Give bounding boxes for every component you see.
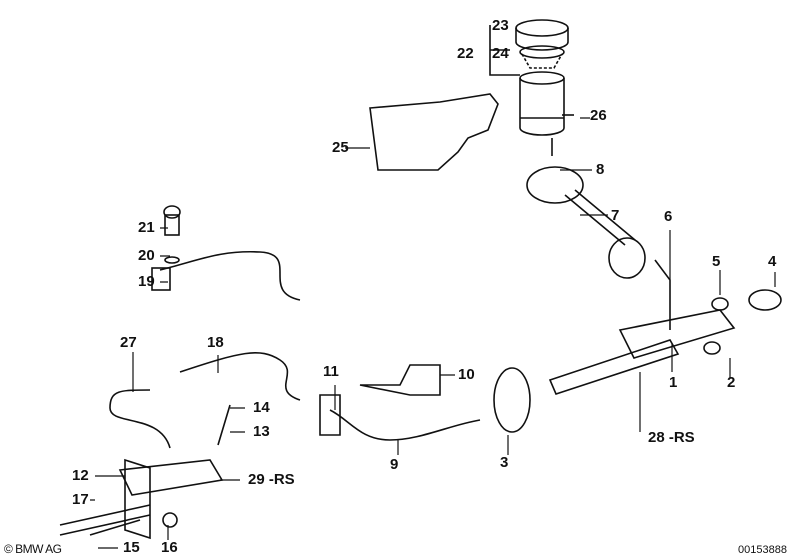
callout-8[interactable]: 8 xyxy=(596,161,605,178)
bracket-10 xyxy=(359,364,441,396)
pipe-19 xyxy=(159,250,301,301)
callout-15[interactable]: 15 xyxy=(123,539,140,556)
callout-17[interactable]: 17 xyxy=(72,491,89,508)
callout-7[interactable]: 7 xyxy=(611,207,620,224)
callout-13[interactable]: 13 xyxy=(253,423,270,440)
reservoir xyxy=(519,71,574,156)
callout-1[interactable]: 1 xyxy=(669,374,678,391)
bracket-11 xyxy=(319,394,341,436)
callout-12[interactable]: 12 xyxy=(72,467,89,484)
callout-4[interactable]: 4 xyxy=(768,253,777,270)
callout-19[interactable]: 19 xyxy=(138,273,155,290)
callout-28-rs[interactable]: 28 -RS xyxy=(648,429,695,446)
feed-hose xyxy=(564,189,636,246)
callout-18[interactable]: 18 xyxy=(207,334,224,351)
callout-21[interactable]: 21 xyxy=(138,219,155,236)
reservoir-cap xyxy=(515,19,569,51)
callout-6[interactable]: 6 xyxy=(664,208,673,225)
leader-lines xyxy=(90,117,776,549)
document-number: 00153888 xyxy=(738,544,787,556)
copyright-notice: © BMW AG xyxy=(4,542,62,556)
callout-16[interactable]: 16 xyxy=(161,539,178,556)
slave-cylinder xyxy=(118,459,224,496)
hose-18 xyxy=(179,352,301,401)
callout-3[interactable]: 3 xyxy=(500,454,509,471)
bracket-lines xyxy=(489,25,520,76)
callout-27[interactable]: 27 xyxy=(120,334,137,351)
callout-24[interactable]: 24 xyxy=(492,45,509,62)
push-rod-boot xyxy=(548,339,680,395)
holder-bracket xyxy=(369,93,499,171)
callout-10[interactable]: 10 xyxy=(458,366,475,383)
connector-pipe xyxy=(654,259,671,330)
callout-11[interactable]: 11 xyxy=(323,363,339,380)
callout-5[interactable]: 5 xyxy=(712,253,721,270)
callout-20[interactable]: 20 xyxy=(138,247,155,264)
callout-22[interactable]: 22 xyxy=(457,45,474,62)
callout-26[interactable]: 26 xyxy=(590,107,607,124)
reservoir-strainer xyxy=(519,45,565,69)
callout-23[interactable]: 23 xyxy=(492,17,509,34)
pipe-9 xyxy=(329,409,481,441)
bolt xyxy=(89,519,141,536)
callout-29-rs[interactable]: 29 -RS xyxy=(248,471,295,488)
callout-14[interactable]: 14 xyxy=(253,399,270,416)
callout-25[interactable]: 25 xyxy=(332,139,349,156)
callout-9[interactable]: 9 xyxy=(390,456,399,473)
grommet xyxy=(608,237,646,279)
master-cylinder xyxy=(618,309,736,359)
callout-2[interactable]: 2 xyxy=(727,374,736,391)
rubber-boot xyxy=(493,367,531,433)
bleeder-screw xyxy=(217,404,231,446)
push-rod xyxy=(59,504,151,536)
pipe-27 xyxy=(109,389,171,449)
hose-clamp xyxy=(526,166,584,204)
